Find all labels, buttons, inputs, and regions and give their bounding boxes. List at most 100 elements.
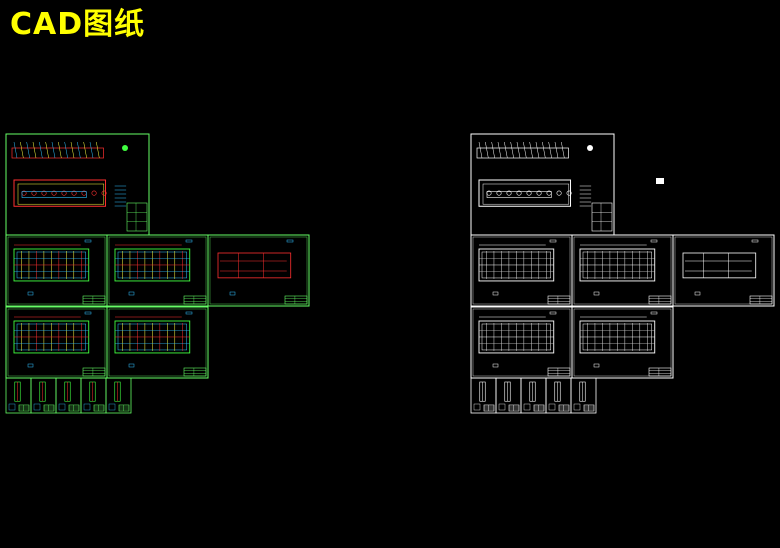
cad-line — [39, 141, 43, 159]
assembly-elevation — [11, 147, 104, 159]
bolt-hole — [71, 190, 77, 196]
cad-title: CAD图纸 — [10, 7, 146, 42]
sheet-frame — [470, 306, 573, 379]
bolt-hole — [31, 190, 37, 196]
sheet-inner-frame — [472, 236, 571, 305]
title-block — [43, 404, 55, 412]
title-block — [68, 404, 80, 412]
sheet-tag — [549, 239, 557, 243]
assembly-plan — [478, 179, 572, 207]
title-block — [533, 404, 545, 412]
title-block — [508, 404, 520, 412]
cad-line — [96, 141, 100, 159]
sheet-frame — [30, 377, 57, 414]
bolt-hole — [556, 190, 562, 196]
cad-line — [64, 141, 68, 159]
sheet-frame — [105, 377, 132, 414]
bolt-hole — [526, 190, 532, 196]
note-mark — [573, 403, 581, 411]
part-outline — [217, 252, 292, 279]
note-mark — [108, 403, 116, 411]
cad-line — [561, 141, 565, 159]
small-drawing-sheet — [105, 377, 132, 414]
assembly-plan-inner — [482, 183, 570, 205]
sheet-tag — [650, 239, 658, 243]
sheet-frame — [570, 377, 597, 414]
drawing-sheet — [470, 306, 573, 379]
cad-line — [523, 141, 527, 159]
cad-line — [32, 141, 37, 159]
title-block — [648, 295, 672, 305]
drawing-sheet — [571, 306, 674, 379]
drawing-sheet — [207, 234, 310, 307]
drawing-sheet — [672, 234, 775, 307]
note-mark — [473, 403, 481, 411]
note-mark — [498, 403, 506, 411]
bolt-hole — [516, 190, 522, 196]
note-mark — [83, 403, 91, 411]
assembly-plan — [13, 179, 107, 207]
sheet-inner-frame — [7, 236, 106, 305]
title-block — [82, 367, 106, 377]
small-drawing-sheet — [55, 377, 82, 414]
north-symbol — [122, 145, 128, 151]
part-outline — [682, 252, 757, 279]
sheet-frame — [672, 234, 775, 307]
title-block — [749, 295, 773, 305]
note-mark — [128, 363, 135, 368]
small-drawing-sheet — [30, 377, 57, 414]
title-block — [547, 367, 571, 377]
drawing-sheet — [106, 306, 209, 379]
note-mark — [492, 291, 499, 296]
cad-line — [83, 141, 87, 159]
cad-line — [77, 141, 81, 159]
title-block — [591, 202, 613, 232]
title-block — [284, 295, 308, 305]
note-mark — [27, 363, 34, 368]
assembly-plan-inner — [17, 183, 105, 205]
small-drawing-sheet — [5, 377, 32, 414]
north-symbol — [587, 145, 593, 151]
note-mark — [593, 291, 600, 296]
sheet-frame — [571, 234, 674, 307]
title-block — [126, 202, 148, 232]
title-block — [183, 295, 207, 305]
sheet-frame — [5, 234, 108, 307]
drawing-sheet — [5, 234, 108, 307]
cad-line — [554, 141, 559, 159]
sheet-frame — [571, 306, 674, 379]
title-block — [483, 404, 495, 412]
isolated-mark — [656, 178, 664, 184]
sheet-frame — [55, 377, 82, 414]
small-drawing-sheet — [470, 377, 497, 414]
sheet-frame — [5, 306, 108, 379]
cad-line — [70, 141, 75, 159]
cad-line — [45, 141, 49, 159]
drawing-sheet — [5, 306, 108, 379]
bolt-hole — [51, 190, 57, 196]
sheet-tag — [185, 239, 193, 243]
sheet-inner-frame — [108, 236, 207, 305]
note-mark — [229, 291, 236, 296]
sheet-frame — [545, 377, 572, 414]
small-drawing-sheet — [570, 377, 597, 414]
cad-line — [26, 141, 30, 159]
title-block — [648, 367, 672, 377]
small-drawing-sheet — [495, 377, 522, 414]
sheet-tag — [185, 311, 193, 315]
bolt-hole — [566, 190, 572, 196]
cad-line — [510, 141, 514, 159]
title-block — [82, 295, 106, 305]
bolt-hole — [496, 190, 502, 196]
cad-line — [542, 141, 546, 159]
sheet-inner-frame — [108, 308, 207, 377]
sheet-frame — [470, 377, 497, 414]
sheet-frame — [495, 377, 522, 414]
sheet-frame — [520, 377, 547, 414]
cad-line — [13, 141, 18, 159]
drawing-sheet — [571, 234, 674, 307]
cad-line — [485, 141, 489, 159]
drawing-set-monochrome — [470, 133, 775, 414]
sheet-frame — [5, 377, 32, 414]
